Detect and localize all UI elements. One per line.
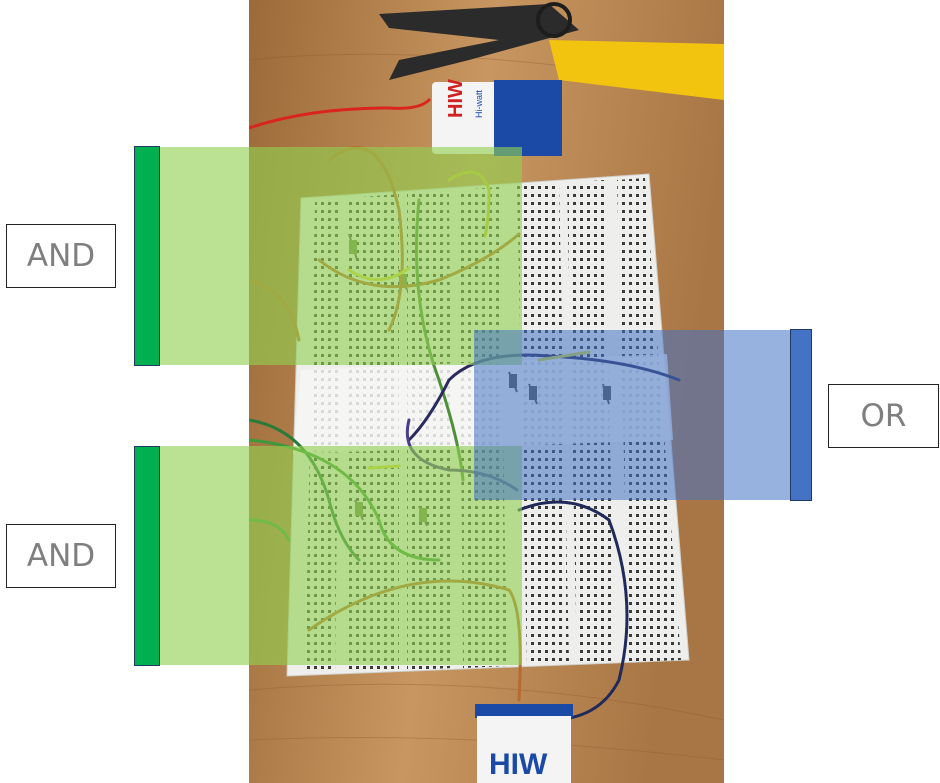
and-top-bar	[134, 146, 160, 366]
and-top-overlay	[160, 147, 522, 365]
and-top-label: AND	[6, 224, 116, 288]
battery-bottom: HIW	[475, 704, 573, 783]
or-label: OR	[828, 384, 939, 448]
or-bar	[790, 329, 812, 501]
battery-top: HIW Hi-watt	[432, 79, 562, 156]
or-overlay	[474, 330, 790, 500]
or-label-text: OR	[860, 398, 907, 434]
wire-stripper-tool	[379, 2, 724, 100]
and-bottom-label-text: AND	[26, 538, 96, 574]
and-bottom-overlay	[160, 446, 522, 665]
battery-top-model: Hi-watt	[474, 89, 484, 118]
and-bottom-bar	[134, 446, 160, 666]
and-top-label-text: AND	[26, 238, 96, 274]
and-bottom-label: AND	[6, 524, 116, 588]
battery-bottom-brand: HIW	[489, 748, 548, 781]
battery-top-brand: HIW	[445, 79, 467, 118]
